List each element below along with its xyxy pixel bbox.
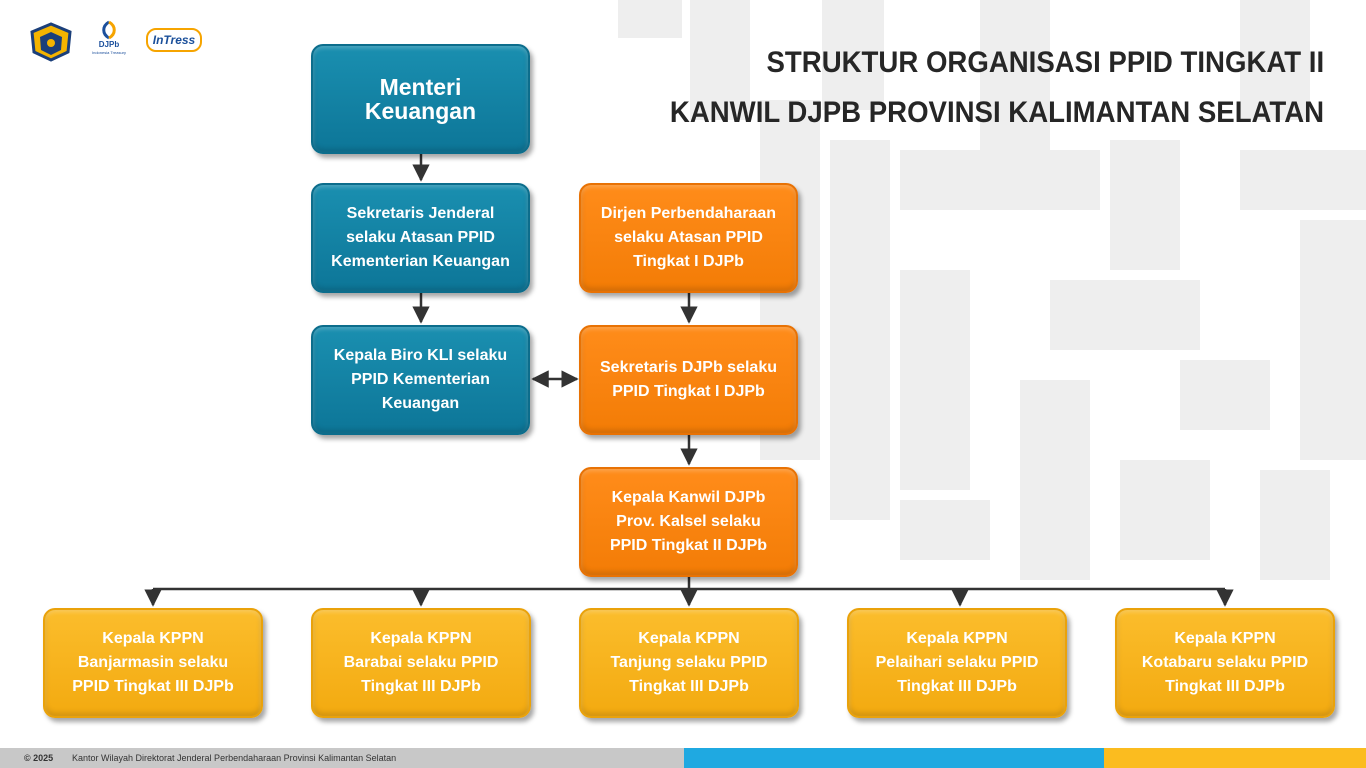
intress-logo: InTress [146,28,202,52]
footer-bar: © 2025 Kantor Wilayah Direktorat Jendera… [0,748,1366,768]
node-kepala-kanwil: Kepala Kanwil DJPb Prov. Kalsel selaku P… [579,467,798,577]
node-sekretaris-djpb: Sekretaris DJPb selaku PPID Tingkat I DJ… [579,325,798,435]
node-sekretaris-jenderal: Sekretaris Jenderal selaku Atasan PPID K… [311,183,530,293]
page-title-line-2: KANWIL DJPB PROVINSI KALIMANTAN SELATAN [669,96,1324,129]
node-kppn-barabai: Kepala KPPN Barabai selaku PPID Tingkat … [311,608,531,718]
djpb-logo-subtext: Indonesia Treasury [91,50,127,55]
footer-text: Kantor Wilayah Direktorat Jenderal Perbe… [72,753,397,763]
node-kppn-pelaihari: Kepala KPPN Pelaihari selaku PPID Tingka… [847,608,1067,718]
footer-copyright: © 2025 [24,753,54,763]
footer-blue-segment [684,748,1104,768]
node-dirjen-perbendaharaan: Dirjen Perbendaharaan selaku Atasan PPID… [579,183,798,293]
node-kppn-banjarmasin: Kepala KPPN Banjarmasin selaku PPID Ting… [43,608,263,718]
djpb-logo: DJPb Indonesia Treasury [92,20,126,64]
footer-yellow-segment [1104,748,1366,768]
kemenkeu-logo-icon [30,22,72,62]
node-kppn-tanjung: Kepala KPPN Tanjung selaku PPID Tingkat … [579,608,799,718]
page-title-line-1: STRUKTUR ORGANISASI PPID TINGKAT II [766,46,1324,79]
footer-gray-segment [0,748,684,768]
djpb-logo-text: DJPb [98,40,120,49]
node-kppn-kotabaru: Kepala KPPN Kotabaru selaku PPID Tingkat… [1115,608,1335,718]
node-kepala-biro-kli: Kepala Biro KLI selaku PPID Kementerian … [311,325,530,435]
djpb-swoosh-icon [102,20,116,40]
node-menteri-keuangan: Menteri Keuangan [311,44,530,154]
